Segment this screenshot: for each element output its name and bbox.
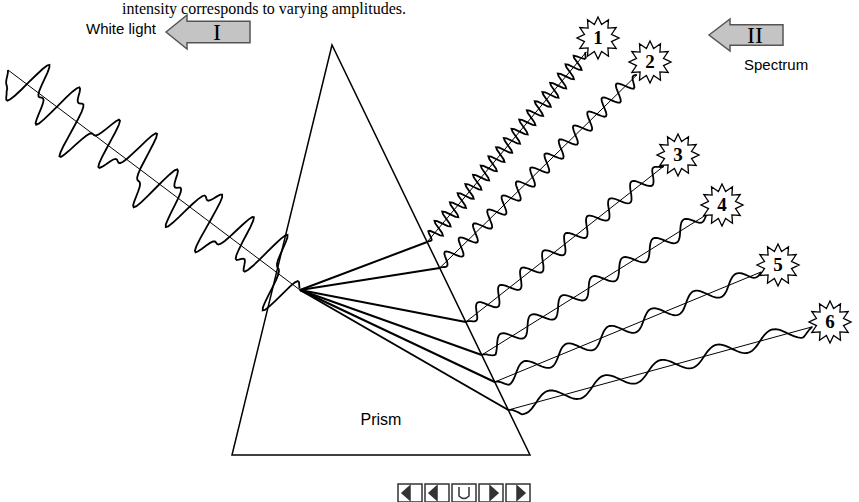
callout-number-node: 4 <box>700 183 744 227</box>
refracted-ray <box>300 290 466 322</box>
arrow-label: I <box>213 19 221 45</box>
refracted-ray <box>300 268 440 290</box>
direction-arrow-node: I <box>165 14 251 50</box>
white-light-wave <box>6 65 300 310</box>
refracted-rays <box>300 242 508 410</box>
refracted-ray <box>300 290 495 382</box>
prism-label: Prism <box>361 411 402 428</box>
white-light-label: White light <box>86 20 156 37</box>
callout-number-node: 2 <box>628 40 672 84</box>
navigation-icons <box>398 484 530 502</box>
refracted-ray <box>300 290 482 355</box>
callout-number: 1 <box>593 27 603 49</box>
ray-axis <box>440 75 637 268</box>
white-light-wave <box>6 65 300 310</box>
callout-number-node: 6 <box>808 300 852 344</box>
spectrum-label: Spectrum <box>744 56 808 73</box>
ray-axis <box>466 166 664 322</box>
refracted-ray <box>300 290 508 410</box>
caption-text: intensity corresponds to varying amplitu… <box>122 0 406 18</box>
white-light-axis <box>8 70 300 290</box>
spectrum-ray <box>482 215 707 356</box>
spectrum-ray <box>508 327 812 415</box>
callout-number: 4 <box>717 194 727 216</box>
callout-number: 6 <box>825 311 835 333</box>
refracted-ray <box>300 242 427 290</box>
spectrum-ray <box>466 166 664 322</box>
callout-number: 2 <box>645 51 655 73</box>
spectrum-ray <box>440 75 637 268</box>
prism-outline <box>232 45 530 455</box>
ray-wave <box>482 216 706 355</box>
ray-wave <box>466 166 664 322</box>
direction-arrow-node: II <box>708 18 784 52</box>
ray-axis <box>495 272 762 382</box>
ray-wave <box>440 75 637 268</box>
callout-number: 5 <box>773 254 783 276</box>
callout-number-node: 3 <box>656 133 700 177</box>
ray-axis <box>508 327 812 410</box>
callout-number: 3 <box>673 144 683 166</box>
spectrum-ray <box>495 272 762 385</box>
ray-wave <box>508 327 812 414</box>
ray-wave <box>495 272 761 385</box>
arrow-label: II <box>747 22 763 48</box>
ray-axis <box>482 215 707 355</box>
prism-node: Prism <box>232 45 530 455</box>
block-arrow <box>708 18 784 52</box>
callout-number-node: 5 <box>756 243 800 287</box>
block-arrow <box>165 14 251 50</box>
callout-number-node: 1 <box>576 16 620 60</box>
